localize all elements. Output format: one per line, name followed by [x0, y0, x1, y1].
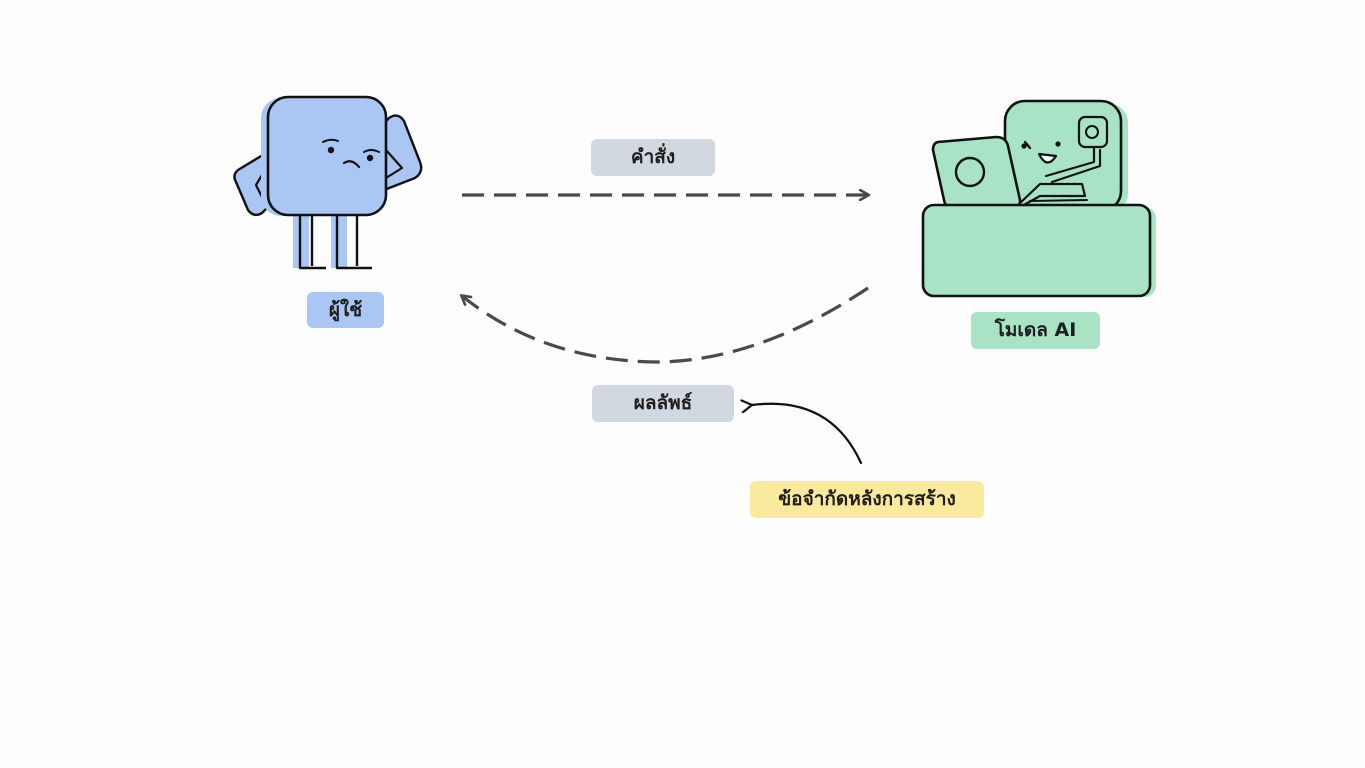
annotation-pointer-arrow	[752, 404, 863, 465]
command-label: คำสั่ง	[591, 139, 715, 176]
user-character-icon	[233, 95, 423, 270]
post-generation-limit-label: ข้อจำกัดหลังการสร้าง	[750, 481, 984, 518]
result-arrow	[462, 286, 869, 364]
user-label: ผู้ใช้	[307, 292, 384, 328]
ai-model-character-icon	[921, 99, 1156, 298]
ai-model-label: โมเดล AI	[971, 312, 1100, 349]
result-label: ผลลัพธ์	[592, 385, 734, 422]
